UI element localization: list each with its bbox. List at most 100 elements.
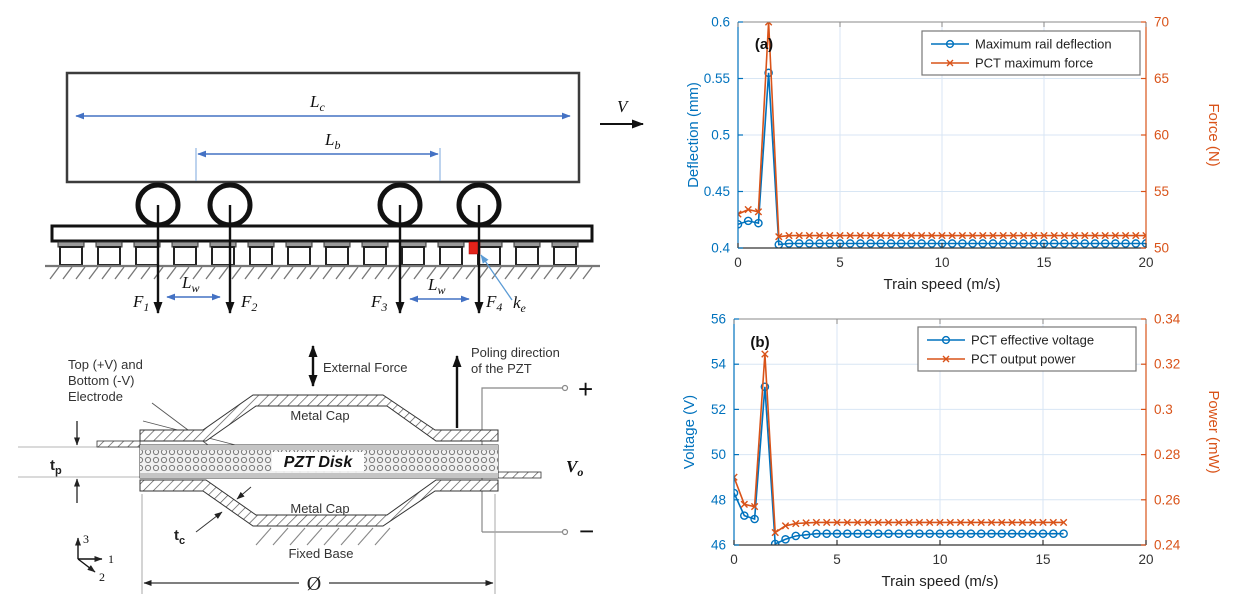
y-tick-label-right: 70 xyxy=(1154,15,1169,30)
marker-circle xyxy=(1029,239,1039,248)
marker-circle xyxy=(956,529,965,538)
terminal-minus-node xyxy=(561,528,569,536)
marker-x xyxy=(915,518,924,527)
y-tick-label-left: 0.55 xyxy=(704,71,730,86)
pzt-disk-label: PZT Disk xyxy=(284,454,354,471)
marker-circle xyxy=(805,239,814,248)
ground-hatch-mark xyxy=(504,266,515,280)
y-tick-label-right: 0.24 xyxy=(1154,538,1181,553)
marker-circle xyxy=(764,68,773,78)
marker-circle xyxy=(760,382,770,392)
sleeper-block xyxy=(59,246,83,266)
marker-x xyxy=(938,231,946,240)
marker-circle xyxy=(968,239,977,248)
fixed-base-label: Fixed Base xyxy=(288,546,353,561)
y-tick-label-right: 0.28 xyxy=(1154,447,1180,462)
y-tick-label-left: 0.6 xyxy=(711,15,730,30)
tc-label: tc xyxy=(174,527,185,547)
legend-box xyxy=(917,326,1137,372)
force-arrows xyxy=(153,205,484,314)
marker-x xyxy=(1060,231,1069,240)
marker-circle xyxy=(966,529,976,538)
axis-3-label: 3 xyxy=(83,532,89,546)
marker-circle xyxy=(1048,529,1058,538)
marker-circle xyxy=(947,239,957,248)
marker-circle xyxy=(927,239,937,248)
marker-circle xyxy=(743,216,753,226)
speed-label: V xyxy=(617,97,630,116)
panel-label: (a) xyxy=(755,36,773,53)
marker-x xyxy=(967,518,975,527)
marker-circle xyxy=(794,239,804,248)
marker-circle xyxy=(925,529,935,538)
marker-x xyxy=(998,518,1006,527)
ground-hatch-mark xyxy=(426,266,437,280)
ground-hatch-mark xyxy=(257,266,268,280)
marker-x xyxy=(836,231,844,240)
electrode-layer-bottom xyxy=(140,473,498,478)
marker-circle xyxy=(1049,239,1059,248)
marker-circle xyxy=(1028,529,1038,538)
sleeper-block xyxy=(401,246,425,266)
marker-circle xyxy=(1132,300,1139,304)
axis-2-arrow xyxy=(77,558,96,573)
ground-hatch-mark xyxy=(413,266,424,280)
marker-x xyxy=(874,518,882,527)
x-tick-label: 15 xyxy=(1036,255,1051,270)
terminal-minus-label: − xyxy=(579,516,594,546)
marker-circle xyxy=(894,529,904,538)
x-tick-label: 10 xyxy=(934,255,949,270)
marker-x xyxy=(843,518,851,527)
x-tick-label: 20 xyxy=(1138,552,1153,567)
ground-hatch-mark xyxy=(140,266,151,280)
sleeper-block xyxy=(135,246,159,266)
sleeper-block xyxy=(515,246,539,266)
ground-hatch-mark xyxy=(88,266,99,280)
marker-circle xyxy=(886,239,896,248)
legend-marker-x xyxy=(942,355,950,363)
terminal-plus-label: + xyxy=(578,374,593,404)
ground-hatch-mark xyxy=(465,266,476,280)
marker-x xyxy=(1121,231,1130,240)
x-axis-title: Train speed (m/s) xyxy=(884,276,1001,293)
sleeper-block xyxy=(287,246,311,266)
sleeper-block xyxy=(439,246,463,266)
fixed-base-hatch-mark xyxy=(255,527,272,546)
rail xyxy=(50,224,594,243)
marker-circle xyxy=(976,529,986,538)
vo-label: Vo xyxy=(566,457,583,479)
terminal-plus-node xyxy=(561,384,569,392)
marker-circle xyxy=(1081,300,1088,304)
y-axis-title-left: Voltage (V) xyxy=(681,395,698,469)
metal-cap-bottom xyxy=(139,479,499,527)
y-tick-label-left: 52 xyxy=(711,402,726,417)
legend-marker-circle xyxy=(941,335,951,345)
fixed-base-hatch-mark xyxy=(272,527,289,546)
pzt-disk-label-bg xyxy=(272,452,364,471)
marker-circle xyxy=(1070,239,1079,248)
marker-x xyxy=(1049,518,1057,527)
y-tick-label-left: 0.5 xyxy=(711,128,730,143)
marker-circle xyxy=(1060,239,1069,248)
marker-circle xyxy=(876,239,886,248)
y-tick-label-left: 0.45 xyxy=(704,184,730,199)
ground-hatch-mark xyxy=(335,266,346,280)
ground-hatch-mark xyxy=(75,266,86,280)
marker-circle xyxy=(1070,300,1077,304)
ke-label: ke xyxy=(513,293,527,315)
marker-x xyxy=(864,518,872,527)
legend xyxy=(917,326,1137,372)
fixed-base-hatch-mark xyxy=(306,527,323,546)
marker-x xyxy=(887,231,895,240)
metal-cap-bottom-label: Metal Cap xyxy=(290,501,349,516)
diameter-label-bg xyxy=(299,572,329,592)
marker-circle xyxy=(1019,239,1028,248)
marker-circle xyxy=(1121,239,1130,248)
ground-hatch-mark xyxy=(530,266,541,280)
y-tick-label-right: 0.32 xyxy=(1154,357,1180,372)
tp-label: tp xyxy=(50,457,62,477)
marker-circle xyxy=(770,539,780,545)
x-axis-title: Train speed (m/s) xyxy=(882,573,999,590)
electrode-label-line2: Bottom (-V) xyxy=(68,373,134,388)
marker-circle xyxy=(801,530,811,540)
